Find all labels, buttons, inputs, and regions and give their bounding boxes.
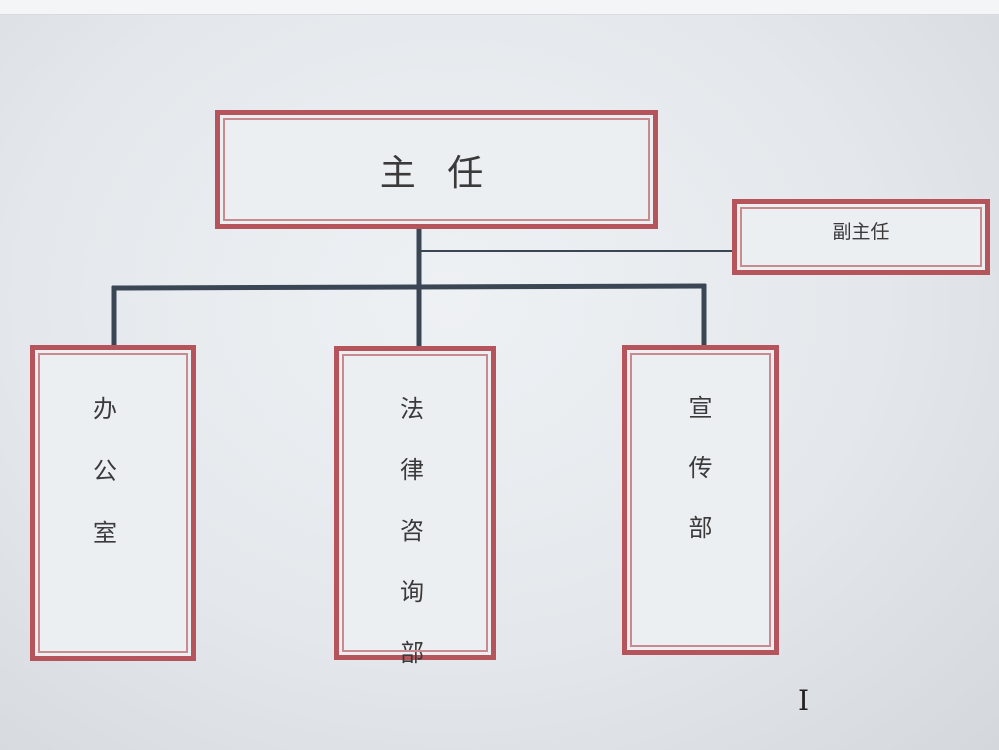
director-label: 主 任 — [379, 152, 494, 194]
department-box-publicity[interactable]: 宣 传 部 — [622, 345, 779, 655]
department-label: 宣 传 部 — [627, 378, 774, 558]
department-box-legal[interactable]: 法 律 咨 询 部 — [334, 346, 496, 667]
label-char: 公 — [93, 457, 117, 485]
deputy-box[interactable]: 副主任 — [732, 199, 990, 275]
label-char: 部 — [688, 514, 713, 542]
bus-line — [111, 283, 707, 291]
page-top-edge — [0, 0, 999, 15]
label-char: 宣 — [688, 394, 713, 422]
deputy-label: 副主任 — [832, 220, 890, 243]
department-label: 办 公 室 — [35, 378, 175, 564]
label-char: 室 — [93, 519, 117, 547]
department-box-office[interactable]: 办 公 室 — [30, 345, 196, 661]
label-char: 咨 — [400, 517, 424, 545]
director-box[interactable]: 主 任 — [215, 110, 658, 229]
label-char: 办 — [93, 395, 117, 423]
label-char: 法 — [400, 395, 424, 423]
label-char: 律 — [400, 456, 424, 484]
text-cursor-icon: I — [798, 684, 810, 717]
department-label: 法 律 咨 询 部 — [339, 379, 485, 684]
label-char: 部 — [400, 639, 424, 667]
label-char: 询 — [400, 578, 424, 606]
label-char: 传 — [688, 454, 713, 482]
